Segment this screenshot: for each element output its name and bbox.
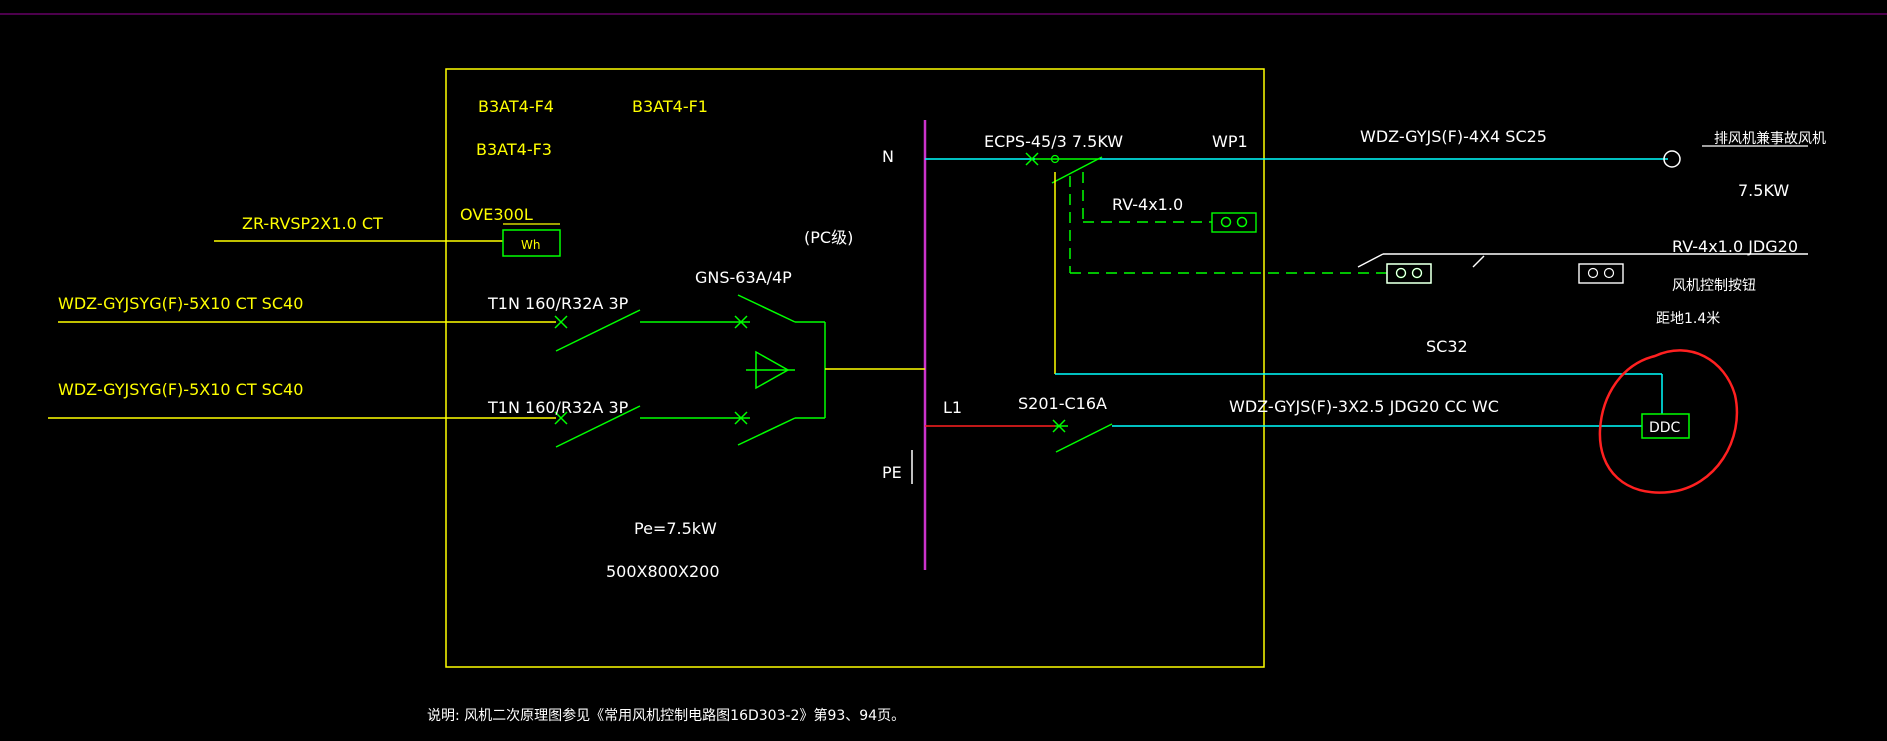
meter-symbol: Wh: [521, 238, 540, 252]
feeder-cable-1-label: WDZ-GYJSYG(F)-5X10 CT SC40: [58, 294, 303, 313]
cabinet-outline: [445, 68, 1265, 668]
circuit-f4-label: B3AT4-F4: [478, 97, 554, 116]
note-text: 说明: 风机二次原理图参见《常用风机控制电路图16D303-2》第93、94页。: [427, 707, 905, 724]
pc-class-label: (PC级): [804, 228, 853, 247]
l1-branch: [925, 413, 1690, 453]
ddc-label: DDC: [1649, 420, 1681, 436]
box-size-label: 500X800X200: [606, 562, 720, 581]
sc32-label: SC32: [1426, 337, 1468, 356]
control-wire-label: RV-4x1.0: [1112, 195, 1183, 214]
ecps-model-label: ECPS-45/3 7.5KW: [984, 132, 1123, 151]
feeder-cable-2-label: WDZ-GYJSYG(F)-5X10 CT SC40: [58, 380, 303, 399]
circuit-wp1-label: WP1: [1212, 132, 1248, 151]
button-height-label: 距地1.4米: [1656, 311, 1720, 327]
control-button-label: 风机控制按钮: [1672, 278, 1756, 294]
feeder-1: [58, 309, 750, 352]
fan-name-label: 排风机兼事故风机: [1714, 131, 1826, 147]
feeder-2: [48, 405, 750, 448]
ats-model-label: GNS-63A/4P: [695, 268, 792, 287]
l1-label: L1: [943, 398, 962, 417]
control-button-wire: [1357, 253, 1808, 284]
power-rating-label: Pe=7.5kW: [634, 519, 717, 538]
control-wire-ext-label: RV-4x1.0 JDG20: [1672, 237, 1798, 256]
ddc-highlight-circle: [1598, 349, 1739, 494]
ddc-cable-label: WDZ-GYJS(F)-3X2.5 JDG20 CC WC: [1229, 397, 1499, 416]
circuit-f1-label: B3AT4-F1: [632, 97, 708, 116]
neutral-label: N: [882, 147, 894, 166]
pe-label: PE: [882, 463, 902, 482]
mcb-model-label: S201-C16A: [1018, 394, 1107, 413]
fan-power-label: 7.5KW: [1738, 181, 1789, 200]
ats-switch: [737, 294, 826, 446]
sc32-line: [1054, 172, 1663, 414]
breaker-1-label: T1N 160/R32A 3P: [487, 294, 629, 313]
circuit-f3-label: B3AT4-F3: [476, 140, 552, 159]
breaker-2-label: T1N 160/R32A 3P: [487, 398, 629, 417]
fan-cable-label: WDZ-GYJS(F)-4X4 SC25: [1360, 127, 1547, 146]
ecps-branch: [925, 145, 1808, 184]
meter-cable-label: ZR-RVSP2X1.0 CT: [242, 214, 383, 233]
meter-box: [502, 229, 561, 257]
meter-model-label: OVE300L: [460, 205, 533, 224]
control-wiring: [1069, 172, 1432, 284]
